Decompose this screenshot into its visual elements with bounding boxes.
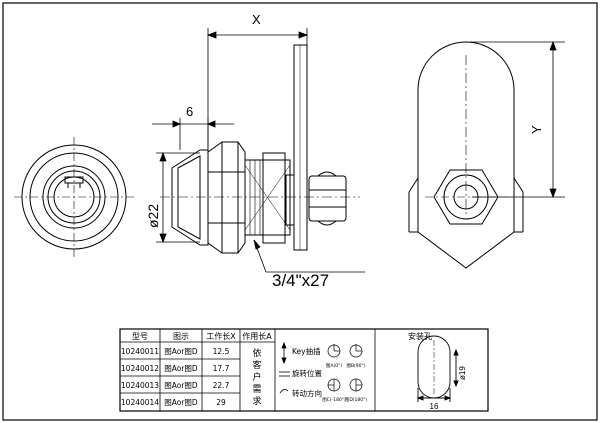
dim-dia22-label: ø22 xyxy=(145,204,161,228)
thread-leader xyxy=(253,239,365,273)
table-row: 10240012 图Aor图D 17.7 xyxy=(121,364,230,373)
header-work-length: 工作长X xyxy=(206,331,236,341)
thread-label: 3/4"x27 xyxy=(272,271,329,290)
svg-text:求: 求 xyxy=(252,395,261,407)
rotation-icons xyxy=(327,344,363,392)
header-action-length: 作用长A xyxy=(242,331,272,341)
row-figure: 图Aor图D xyxy=(164,347,198,356)
header-figure: 图示 xyxy=(173,332,189,341)
row-x: 22.7 xyxy=(213,381,230,390)
row-model: 10240013 xyxy=(121,381,159,390)
row-model: 10240012 xyxy=(121,364,159,373)
table-row: 10240011 图Aor图D 12.5 xyxy=(121,347,230,356)
row-figure: 图Aor图D xyxy=(164,381,198,390)
mini-c: 图C(-180°) xyxy=(322,397,346,403)
front-view xyxy=(14,137,134,257)
row-model: 10240011 xyxy=(121,347,159,356)
mini-d: 图D(180°) xyxy=(345,397,368,403)
dimension-x xyxy=(206,28,309,148)
mounting-hole xyxy=(416,335,459,402)
row-x: 17.7 xyxy=(213,364,230,373)
mini-b: 图B(90°) xyxy=(346,363,365,369)
dim-x-label: X xyxy=(252,12,261,27)
legend-key: Key抽插 xyxy=(292,346,321,356)
dim-y-label: Y xyxy=(529,125,544,134)
dim-6-label: 6 xyxy=(186,104,193,119)
row-figure: 图Aor图D xyxy=(164,364,198,373)
mount-width-label: 16 xyxy=(430,402,439,411)
dimension-6 xyxy=(152,118,234,150)
row-figure: 图Aor图D xyxy=(164,398,198,407)
mini-a: 图A(0°) xyxy=(326,363,342,369)
legend-rotate-pos: 旋转位置 xyxy=(292,368,322,378)
row-x: 12.5 xyxy=(213,347,230,356)
header-model: 型号 xyxy=(132,332,148,341)
dimension-y xyxy=(470,40,565,199)
rear-view xyxy=(408,41,524,269)
mount-title: 安装孔 xyxy=(408,331,432,341)
mount-dia-label: ø19 xyxy=(458,366,467,380)
a-column-note: 依 客 户 需 求 xyxy=(252,347,261,407)
table-row: 10240013 图Aor图D 22.7 xyxy=(121,381,230,390)
row-x: 29 xyxy=(216,398,226,407)
row-model: 10240014 xyxy=(121,398,159,407)
legend-direction: 转动方向 xyxy=(292,388,322,398)
svg-text:需: 需 xyxy=(252,384,261,395)
svg-text:依: 依 xyxy=(252,347,261,359)
spec-table xyxy=(119,328,489,412)
table-row: 10240014 图Aor图D 29 xyxy=(121,398,226,407)
legend-symbols xyxy=(279,341,290,394)
side-view xyxy=(160,44,360,254)
dimension-dia22 xyxy=(156,151,200,244)
svg-text:户: 户 xyxy=(252,371,261,383)
svg-text:客: 客 xyxy=(252,359,261,371)
